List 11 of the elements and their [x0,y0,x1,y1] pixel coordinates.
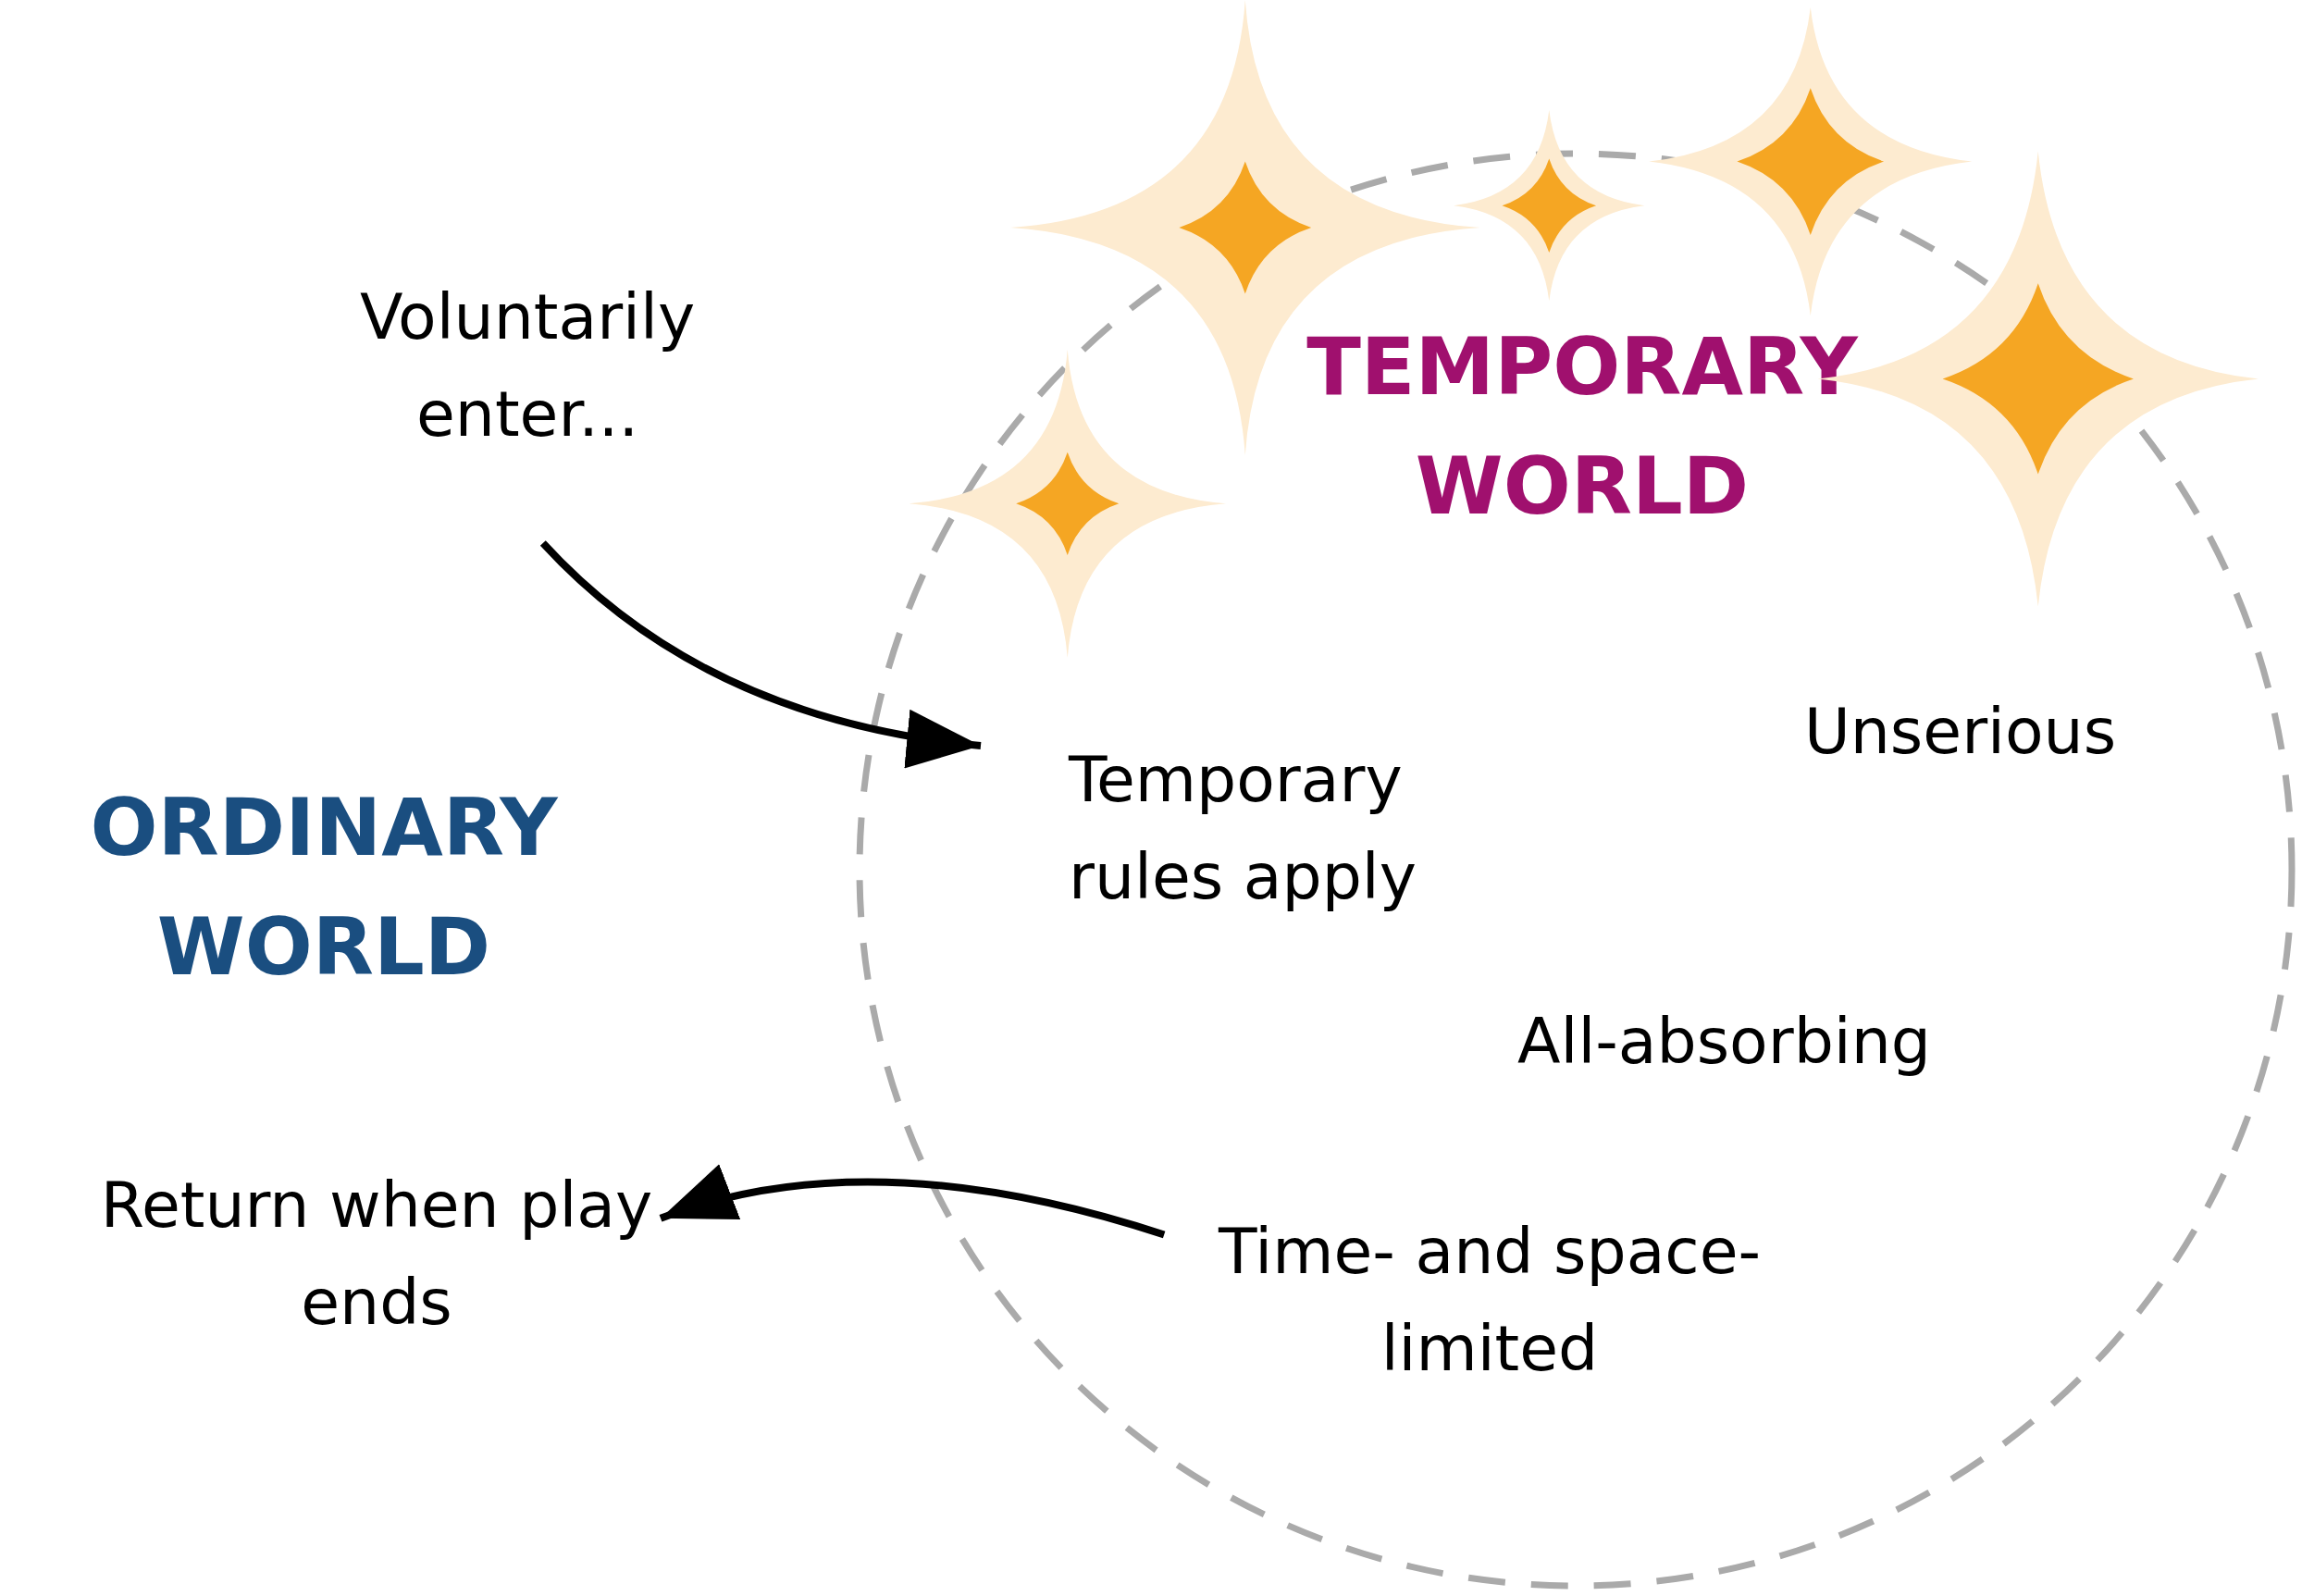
label-text: All-absorbing [1517,1004,1932,1080]
node-text: Voluntarily enter... [358,279,697,453]
dashed-circle [856,150,2296,1590]
node-text: Time- and space-limited [1217,1214,1763,1388]
node-text: Return when play ends [99,1168,654,1342]
label-text: Unserious [1804,694,2118,770]
curved-arrow [659,1166,1166,1239]
node-text: Temporary rules apply [1069,742,1417,916]
curved-arrow [539,540,982,767]
heading: TEMPORARY WORLD [1306,319,1860,534]
heading: ORDINARY WORLD [89,780,559,995]
